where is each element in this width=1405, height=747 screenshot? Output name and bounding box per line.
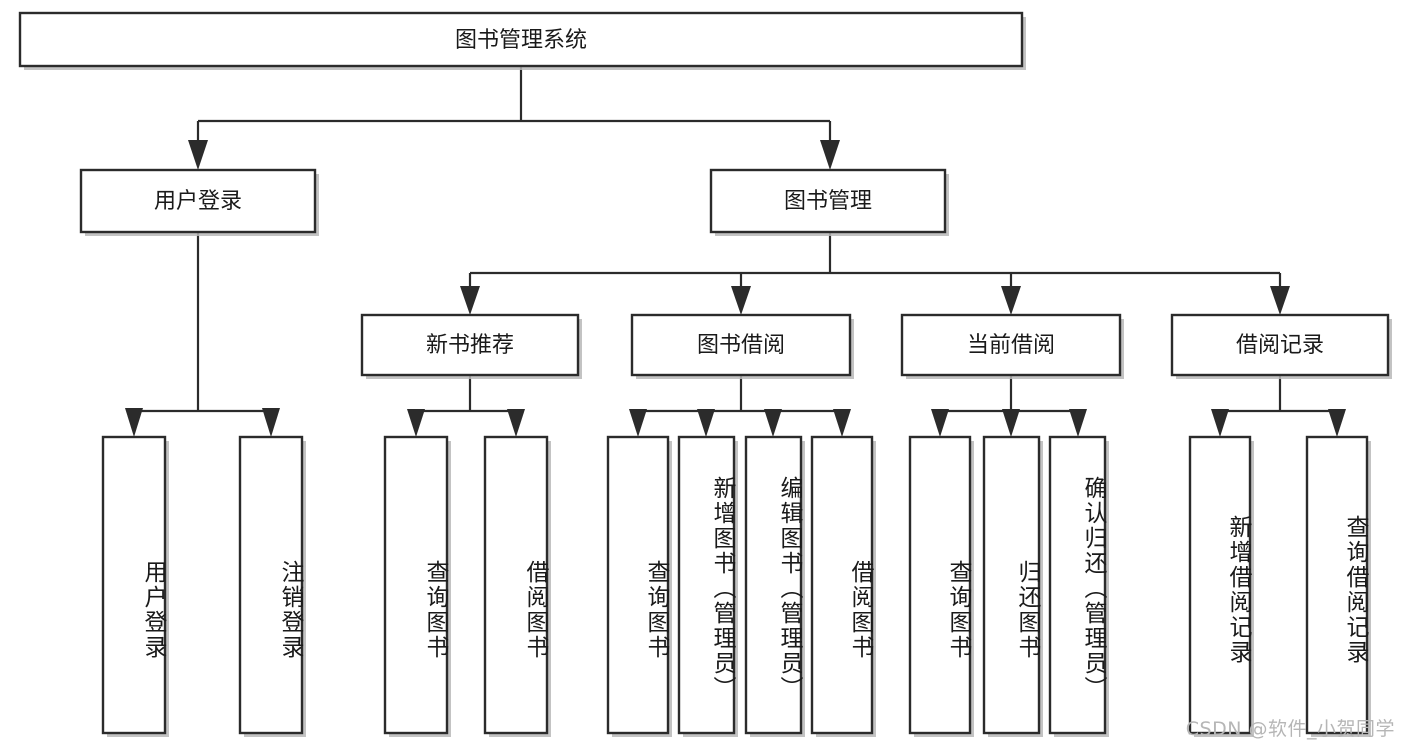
node-current-borrow-label: 当前借阅: [967, 333, 1055, 358]
leaf-query-book-3-box: [908, 435, 972, 735]
arrow-to-leaf-query-book-1: [407, 409, 425, 437]
arrow-to-leaf-borrow-book-2: [833, 409, 851, 437]
leaf-node-logout[interactable]: [238, 435, 306, 737]
node-layer: 图书管理系统 用户登录 图书管理 新书推荐: [18, 11, 1392, 737]
leaf-query-record-box: [1305, 435, 1369, 735]
node-user-login[interactable]: 用户登录: [79, 168, 319, 236]
leaf-node-return-book[interactable]: [982, 435, 1043, 737]
arrow-to-leaf-edit-book: [764, 409, 782, 437]
edge-borrow-record-to-leaves: [1218, 375, 1339, 413]
arrow-to-leaf-confirm-return: [1069, 409, 1087, 437]
arrow-to-borrow-record: [1270, 286, 1290, 315]
leaf-query-book-2-box: [606, 435, 670, 735]
leaf-confirm-return-box: [1048, 435, 1107, 735]
node-book-borrow-label: 图书借阅: [697, 333, 785, 358]
node-book-management-label: 图书管理: [784, 189, 872, 214]
node-user-login-box: [79, 168, 317, 234]
leaf-borrow-book-1-box: [483, 435, 549, 735]
node-current-borrow[interactable]: 当前借阅: [900, 313, 1124, 379]
leaf-add-book-box: [677, 435, 736, 735]
arrow-to-user-login: [188, 140, 208, 170]
edge-book-borrow-to-leaves: [636, 375, 844, 413]
node-book-borrow-box: [630, 313, 852, 377]
node-book-borrow[interactable]: 图书借阅: [630, 313, 854, 379]
csdn-watermark: CSDN @软件_小贺同学: [1185, 718, 1395, 740]
node-new-book-recommend[interactable]: 新书推荐: [360, 313, 582, 379]
leaf-node-edit-book[interactable]: [744, 435, 805, 737]
leaf-node-query-book-1[interactable]: [383, 435, 451, 737]
arrow-to-leaf-user-login: [125, 408, 143, 437]
leaf-return-book-box: [982, 435, 1041, 735]
node-new-book-recommend-box: [360, 313, 580, 377]
leaf-logout-box: [238, 435, 304, 735]
arrow-to-current-borrow: [1001, 286, 1021, 315]
leaf-borrow-book-2-box: [810, 435, 874, 735]
leaf-node-query-record[interactable]: [1305, 435, 1371, 737]
edge-root-to-level2-bus: [196, 66, 832, 140]
leaf-node-query-book-2[interactable]: [606, 435, 672, 737]
arrow-to-leaf-borrow-book-1: [507, 409, 525, 437]
leaf-node-borrow-book-1[interactable]: [483, 435, 551, 737]
node-root-label: 图书管理系统: [455, 28, 587, 53]
node-root-box: [18, 11, 1024, 68]
node-user-login-label: 用户登录: [154, 189, 242, 214]
arrow-to-leaf-add-book: [697, 409, 715, 437]
leaf-node-query-book-3[interactable]: [908, 435, 974, 737]
arrow-to-leaf-query-record: [1328, 409, 1346, 437]
arrow-to-book-management: [820, 140, 840, 170]
edge-book-management-to-level3-bus: [468, 232, 1282, 287]
node-borrow-record-label: 借阅记录: [1236, 333, 1324, 358]
node-current-borrow-box: [900, 313, 1122, 377]
leaf-edit-book-box: [744, 435, 803, 735]
node-borrow-record-box: [1170, 313, 1390, 377]
arrow-to-leaf-add-record: [1211, 409, 1229, 437]
arrow-to-new-book-recommend: [460, 286, 480, 315]
node-new-book-recommend-label: 新书推荐: [426, 333, 514, 358]
arrow-to-leaf-query-book-2: [629, 409, 647, 437]
edge-current-borrow-to-leaves: [938, 375, 1080, 413]
node-book-management[interactable]: 图书管理: [709, 168, 949, 236]
node-root[interactable]: 图书管理系统: [18, 11, 1026, 70]
node-borrow-record[interactable]: 借阅记录: [1170, 313, 1392, 379]
leaf-user-login-box: [101, 435, 167, 735]
arrow-to-leaf-query-book-3: [931, 409, 949, 437]
leaf-node-borrow-book-2[interactable]: [810, 435, 876, 737]
arrow-to-book-borrow: [731, 286, 751, 315]
leaf-add-record-box: [1188, 435, 1252, 735]
connector-layer: [125, 66, 1346, 437]
arrow-to-leaf-return-book: [1002, 409, 1020, 437]
leaf-node-add-record[interactable]: [1188, 435, 1254, 737]
leaf-node-confirm-return[interactable]: [1048, 435, 1109, 737]
edge-new-book-recommend-to-leaves: [414, 375, 518, 413]
arrow-to-leaf-logout: [262, 408, 280, 437]
edge-user-login-to-leaves: [132, 232, 273, 413]
leaf-node-user-login[interactable]: [101, 435, 169, 737]
leaf-query-book-1-box: [383, 435, 449, 735]
leaf-node-add-book[interactable]: [677, 435, 738, 737]
node-book-management-box: [709, 168, 947, 234]
